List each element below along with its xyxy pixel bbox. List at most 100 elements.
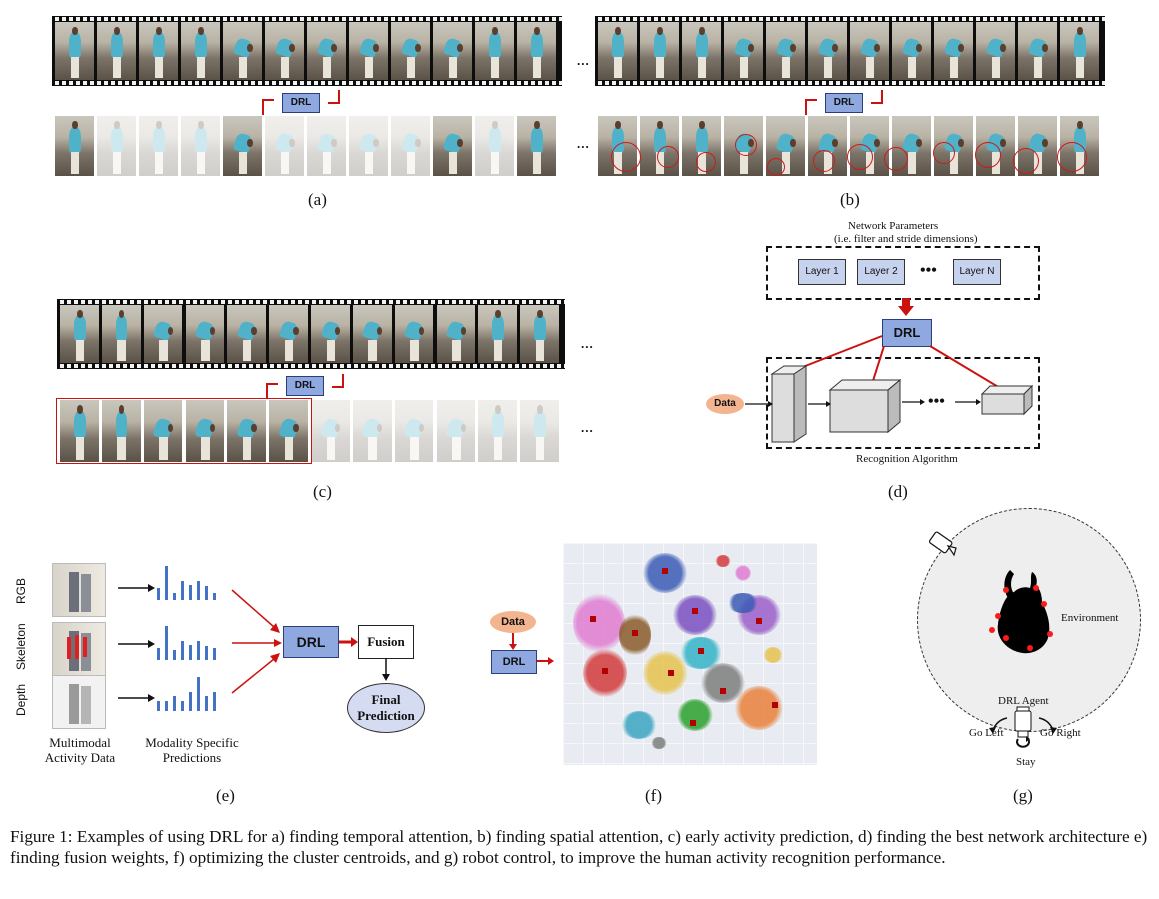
attention-circle [767,158,785,176]
panel-c-red-bracket-left [266,383,278,399]
panel-d-algo-label: Recognition Algorithm [856,453,958,465]
video-frame [311,305,350,363]
attention-circle [975,142,1001,168]
panel-f-drl-arrow [537,657,554,665]
panel-f-drl-box: DRL [491,650,537,674]
attention-circle [611,142,641,172]
panel-e-arrows [118,584,282,702]
video-frame [724,22,763,80]
attention-circle [1057,142,1087,172]
video-frame [1018,22,1057,80]
video-frame [433,22,472,80]
cluster-centroid [662,568,668,574]
video-frame [55,116,94,176]
panel-d-data-oval: Data [706,394,744,414]
video-frame [391,116,430,176]
video-frame [598,22,637,80]
prediction-bar [213,593,216,600]
video-frame [311,400,350,462]
cluster [673,595,717,635]
video-frame [391,22,430,80]
video-frame [436,400,476,462]
panel-b-red-bracket-right [871,90,883,104]
panel-e-final-line1: Final [371,692,401,707]
video-frame [60,305,99,363]
video-frame [640,22,679,80]
video-frame [892,22,931,80]
cluster [651,737,667,749]
video-frame [349,116,388,176]
figure-caption: Figure 1: Examples of using DRL for a) f… [10,827,1148,867]
prediction-bar [189,584,192,600]
cluster-centroid [632,630,638,636]
video-frame [60,400,99,462]
panel-a-drl-box: DRL [282,93,320,113]
cluster-centroid [668,670,674,676]
video-frame [640,116,679,176]
panel-d-layer-1: Layer 1 [798,259,846,285]
prediction-bar [165,700,168,711]
panel-f-data-arrow [509,633,517,650]
panel-b-frames-bottom [595,116,1105,176]
panel-f-caption: (f) [645,786,662,805]
cluster [763,647,783,663]
video-frame [475,22,514,80]
panel-e-drl-box: DRL [283,626,339,658]
panel-e-label-mid-line1: Modality Specific [145,735,239,750]
video-frame [101,400,141,462]
panel-e-modality-rgb-label: RGB [14,577,28,604]
video-frame [394,305,434,363]
panel-e-final-prediction-oval: Final Prediction [347,683,425,733]
panel-b-red-bracket-left [805,99,817,115]
panel-d-algo-ellipsis: ••• [928,393,945,410]
attention-circle [696,152,716,172]
cluster-centroid [602,668,608,674]
cluster [735,565,751,581]
panel-c-ellipsis-bottom: ... [581,420,594,435]
video-frame [766,22,805,80]
panel-g-robot-icon [1014,706,1032,748]
video-frame [352,305,392,363]
panel-b-filmstrip-top [595,16,1105,86]
panel-e-depth-image [52,675,106,729]
prediction-bar [205,646,208,660]
panel-e-skeleton-image [52,622,106,676]
panel-e-caption: (e) [216,786,235,805]
panel-a-red-bracket-left [262,99,274,115]
cluster [715,555,731,567]
panel-a-ellipsis: ... [577,53,590,68]
prediction-bar [173,593,176,600]
attention-circle [735,134,757,156]
video-frame [436,305,476,363]
panel-c-red-bracket-right [332,374,344,388]
prediction-bar [173,649,176,660]
video-frame [265,22,304,80]
video-frame [181,116,220,176]
panel-g-caption: (g) [1013,786,1033,805]
panel-e-label-left-line1: Multimodal [49,735,111,750]
panel-c-frames-bottom [57,400,565,462]
video-frame [976,22,1015,80]
panel-b-caption: (b) [840,190,860,209]
video-frame [269,305,308,363]
video-frame [850,22,889,80]
attention-circle [1013,148,1039,174]
video-frame [520,305,559,363]
panel-e-final-line2: Prediction [357,708,415,723]
panel-e-label-mid: Modality Specific Predictions [136,735,248,765]
video-frame [307,116,346,176]
video-frame [227,400,267,462]
prediction-bar [165,566,168,600]
panel-g-go-right-label: Go Right [1040,727,1081,739]
prediction-bar [157,648,160,660]
video-frame [520,400,559,462]
video-frame [352,400,392,462]
prediction-bar [165,626,168,660]
prediction-bar [213,648,216,660]
panel-a-ellipsis-bottom: ... [577,136,590,151]
panel-c-caption: (c) [313,482,332,501]
video-frame [934,22,973,80]
panel-e-label-mid-line2: Predictions [162,750,222,765]
cluster-centroid [698,648,704,654]
panel-c-drl-box: DRL [286,376,324,396]
